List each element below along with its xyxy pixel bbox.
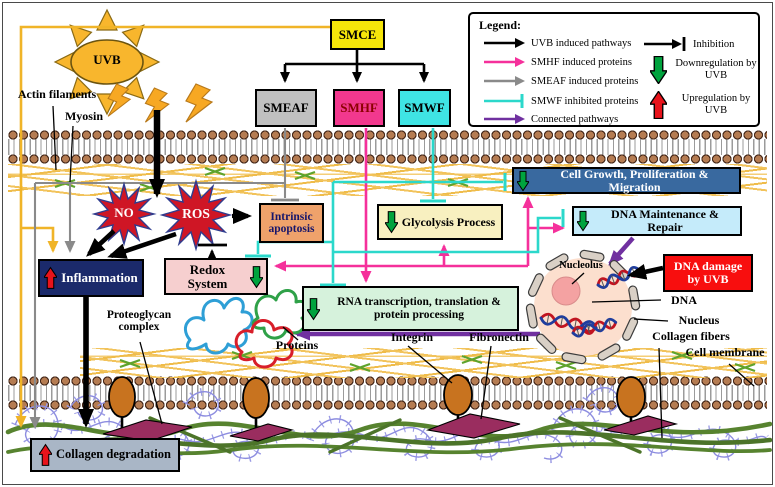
actin-filament-mesh-bottom	[80, 348, 767, 378]
uvb-induced-arrows	[78, 208, 664, 428]
fibronectin-graphics	[102, 413, 679, 442]
box-collagen-degradation: Collagen degradation	[30, 438, 180, 472]
nucleus-graphic	[525, 249, 641, 365]
glycolysis-label: Glycolysis Process	[401, 214, 496, 229]
smwf-pathway-lines	[245, 128, 565, 287]
legend-item-downregulation: Downregulation by UVB	[650, 56, 760, 84]
box-cell-growth: Cell Growth, Proliferation & Migration	[512, 167, 741, 194]
nucleolus-label: Nucleolus	[559, 260, 603, 271]
collagen-fibers-label: Collagen fibers	[652, 329, 730, 343]
dna-damage-label: DNA damage by UVB	[673, 259, 743, 286]
inhibition-icon	[644, 37, 686, 51]
black-arrow-icon	[484, 38, 525, 48]
box-smce: SMCE	[330, 19, 385, 50]
box-smwf: SMWF	[398, 89, 451, 127]
upregulation-arrow-icon	[44, 266, 58, 289]
dna-label: DNA	[671, 293, 697, 307]
no-label: NO	[114, 205, 134, 220]
lightning-bolt-icons	[107, 83, 214, 123]
proteins-graphic	[183, 289, 311, 369]
cell-growth-label: Cell Growth, Proliferation & Migration	[560, 166, 709, 194]
redox-label: Redox System	[187, 261, 228, 291]
legend: Legend: UVB induced pathways SMHF induce…	[468, 12, 760, 127]
downregulation-arrow-icon	[384, 211, 398, 234]
nucleus-label: Nucleus	[678, 313, 720, 327]
box-glycolysis: Glycolysis Process	[377, 204, 503, 240]
smwf-label: SMWF	[404, 100, 445, 116]
legend-item-smhf-proteins: SMHF induced proteins	[482, 55, 632, 69]
purple-arrow-icon	[484, 114, 525, 124]
box-inflammation: Inflammation	[38, 259, 144, 297]
smhf-pathway-lines	[274, 128, 565, 283]
ros-label: ROS	[182, 206, 210, 221]
upregulation-arrow-icon	[39, 443, 53, 466]
label-pointer-lines	[52, 105, 755, 439]
uvb-energy-lines	[15, 25, 330, 428]
dna-helix-graphic	[539, 266, 641, 338]
downregulation-arrow-icon	[517, 170, 529, 191]
cell-membrane-top	[8, 130, 767, 164]
box-smeaf: SMEAF	[255, 89, 317, 127]
actin-filaments-label: Actin filaments	[17, 87, 97, 101]
legend-item-inhibition: Inhibition	[642, 36, 734, 52]
smce-label: SMCE	[338, 26, 377, 42]
downregulation-arrow-icon	[250, 265, 263, 288]
cell-membrane-label: Cell membrane	[685, 345, 765, 359]
proteoglycan-complex-label: Proteoglycan complex	[106, 309, 172, 333]
dna-maintenance-label: DNA Maintenance & Repair	[611, 207, 719, 234]
fibronectin-label: Fibronectin	[469, 330, 529, 344]
myosin-label: Myosin	[64, 109, 103, 123]
legend-item-upregulation: Upregulation by UVB	[650, 91, 760, 119]
box-dna-damage: DNA damage by UVB	[663, 254, 753, 292]
connected-pathway-lines	[294, 236, 635, 341]
integrin-graphics	[108, 374, 646, 431]
legend-item-smwf-inhibited: SMWF inhibited proteins	[482, 93, 638, 109]
uvb-sun-label: UVB	[93, 52, 121, 67]
cyan-tbar-icon	[484, 94, 524, 108]
inflammation-label: Inflammation	[61, 270, 138, 286]
legend-item-uvb-pathways: UVB induced pathways	[482, 36, 631, 50]
downregulation-arrow-icon	[650, 56, 667, 84]
smeaf-pathway-lines	[29, 128, 299, 429]
intrinsic-apoptosis-label: Intrinsic apoptosis	[268, 210, 315, 235]
box-redox-system: Redox System	[164, 258, 268, 295]
smce-branch-lines	[280, 50, 429, 83]
gray-arrow-icon	[484, 76, 525, 86]
integrin-label: Integrin	[391, 330, 433, 344]
box-intrinsic-apoptosis: Intrinsic apoptosis	[259, 203, 324, 243]
downregulation-arrow-icon	[307, 297, 320, 320]
nucleolus-graphic	[551, 276, 581, 306]
box-rna-processing: RNA transcription, translation & protein…	[302, 286, 519, 331]
rna-processing-label: RNA transcription, translation & protein…	[337, 296, 501, 321]
downregulation-arrow-icon	[577, 210, 589, 232]
legend-item-connected-pathways: Connected pathways	[482, 112, 618, 126]
legend-item-smeaf-proteins: SMEAF induced proteins	[482, 74, 638, 88]
proteins-label: Proteins	[275, 338, 319, 352]
smhf-label: SMHF	[340, 100, 378, 116]
upregulation-arrow-icon	[650, 91, 667, 119]
pink-arrow-icon	[484, 57, 525, 67]
box-dna-maintenance: DNA Maintenance & Repair	[572, 206, 742, 236]
legend-title: Legend:	[479, 18, 521, 32]
smeaf-label: SMEAF	[263, 100, 309, 116]
box-smhf: SMHF	[333, 89, 385, 127]
collagen-degradation-label: Collagen degradation	[56, 447, 171, 462]
